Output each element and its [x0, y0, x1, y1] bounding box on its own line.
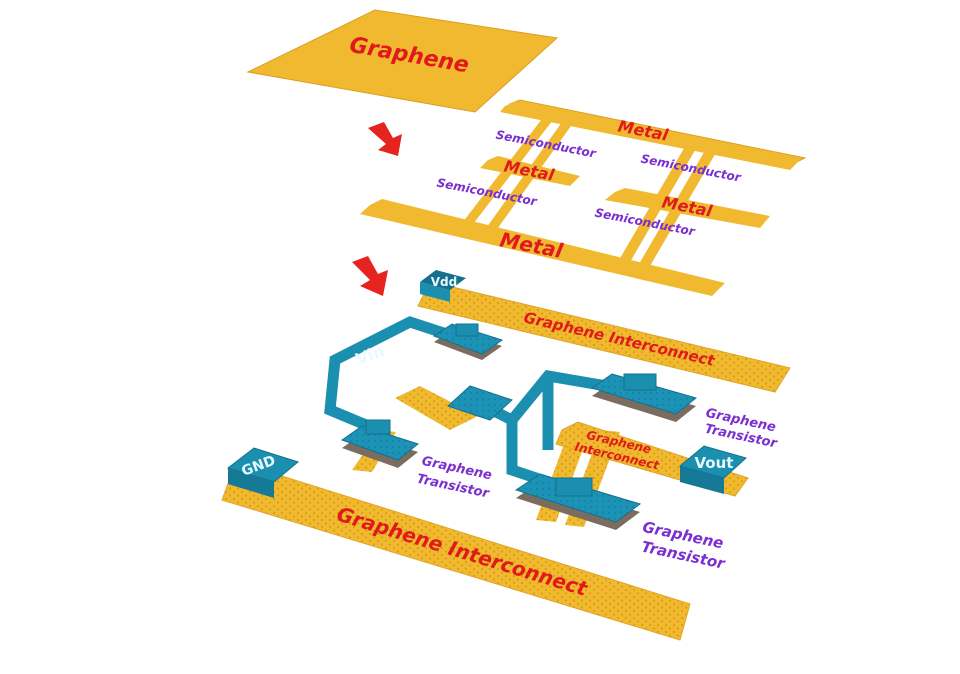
transistor-center	[447, 385, 513, 421]
transistor-right	[590, 373, 698, 422]
down-arrow-icon	[352, 256, 388, 296]
circuit-layer	[221, 270, 791, 641]
vdd-label: Vdd	[431, 275, 457, 289]
transistor-left	[340, 419, 420, 468]
interconnect-label-top: Graphene Interconnect	[522, 308, 717, 370]
transistor-bottom	[514, 473, 642, 530]
vdd-pad	[420, 270, 466, 302]
gnd-pad	[226, 447, 300, 498]
metal-semiconductor-layer	[360, 99, 807, 296]
transistor-top	[432, 323, 504, 360]
graphene-sheet: Graphene	[246, 9, 559, 113]
vout-label: Vout	[695, 454, 734, 472]
vout-pad	[678, 445, 748, 494]
down-arrow-icon	[368, 122, 402, 156]
metal-label-bottom: Metal	[498, 227, 566, 263]
